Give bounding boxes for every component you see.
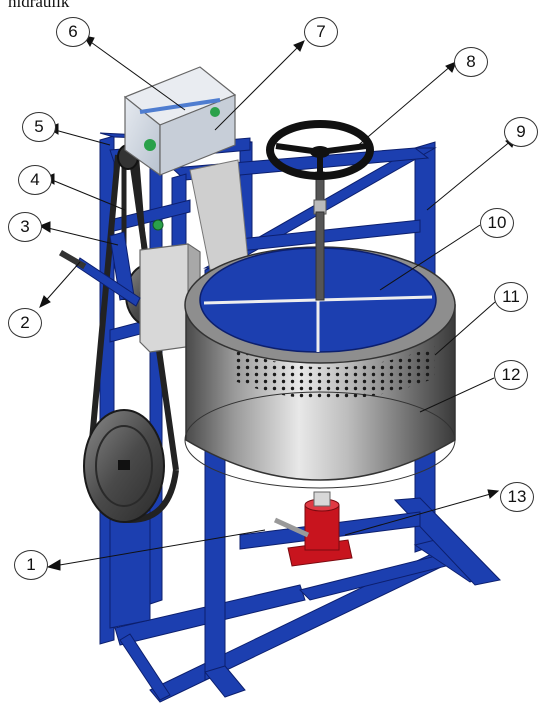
hydraulic-jack: [273, 491, 353, 567]
press-drum: [184, 211, 456, 489]
callout-9: 9: [504, 117, 538, 147]
callout-13: 13: [500, 482, 534, 512]
callout-5: 5: [22, 112, 56, 142]
callout-7: 7: [304, 17, 338, 47]
callout-12: 12: [494, 360, 528, 390]
callout-3: 3: [8, 212, 42, 242]
callout-6: 6: [56, 17, 90, 47]
header-caption: hidraulik: [8, 0, 70, 11]
hopper: [123, 66, 249, 271]
callout-11: 11: [494, 282, 528, 312]
callout-10: 10: [480, 208, 514, 238]
callout-1: 1: [14, 550, 48, 580]
bearing: [152, 219, 164, 231]
callout-2: 2: [8, 308, 42, 338]
crank-handle: [59, 249, 87, 270]
callout-4: 4: [18, 165, 52, 195]
perforated-screen: [232, 346, 435, 400]
callout-8: 8: [454, 47, 488, 77]
